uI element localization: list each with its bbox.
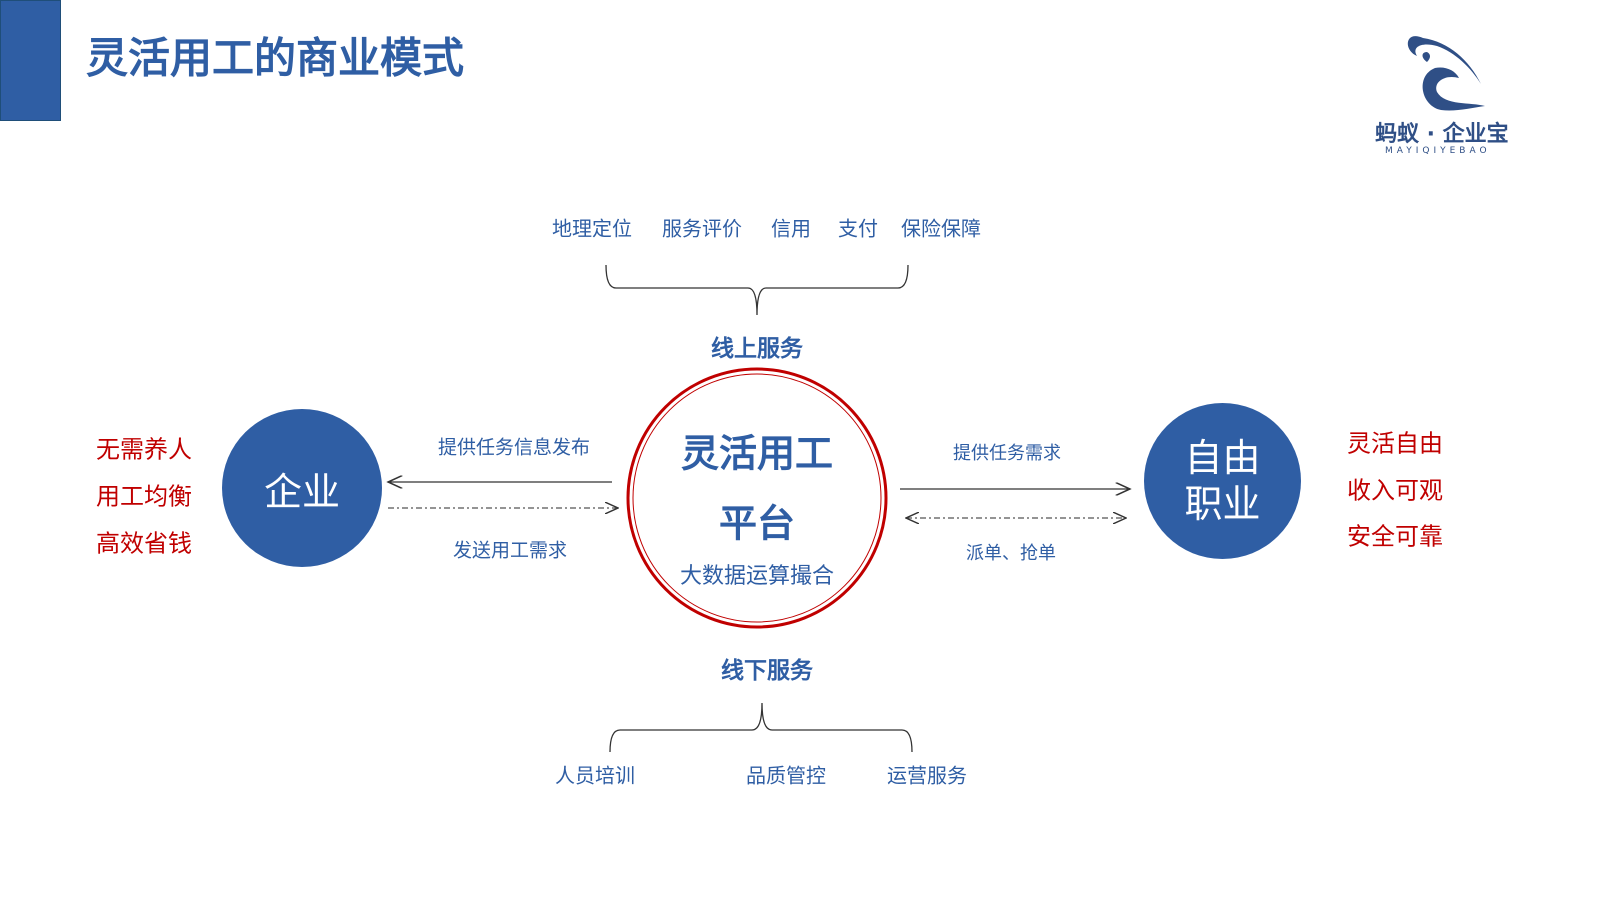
logo-mark-icon [1407,36,1485,111]
offline-item-training: 人员培训 [555,763,635,788]
flow-label-dispatch: 派单、抢单 [966,543,1056,564]
offline-service-label: 线下服务 [721,658,813,684]
platform-title-line1: 灵活用工 [680,431,834,476]
flow-label-task: 提供任务需求 [953,443,1061,464]
freelancer-benefit: 安全可靠 [1347,522,1443,551]
enterprise-label: 企业 [263,469,340,514]
enterprise-circle: 企业 [222,409,382,567]
platform-circle-outer [626,367,888,629]
freelancer-benefit: 收入可观 [1347,476,1443,505]
online-item-credit: 信用 [771,216,811,241]
logo-pinyin: MAYIQIYEBAO [1385,146,1491,156]
flow-label-publish: 提供任务信息发布 [437,436,591,459]
enterprise-benefit: 用工均衡 [96,482,192,511]
online-item-insurance: 保险保障 [901,216,981,241]
logo-name: 蚂蚁 · 企业宝 [1375,122,1509,147]
online-service-label: 线上服务 [711,336,803,362]
freelancer-label-line1: 自由 [1184,436,1261,480]
offline-bracket [609,702,913,753]
flow-label-demand: 发送用工需求 [452,539,568,562]
offline-item-quality: 品质管控 [746,763,826,788]
offline-item-operation: 运营服务 [887,763,967,788]
page-title: 灵活用工的商业模式 [86,33,465,83]
freelancer-benefit: 灵活自由 [1347,429,1443,458]
freelancer-circle: 自由 职业 [1144,403,1301,559]
freelancer-label-line2: 职业 [1184,482,1261,526]
online-item-rating: 服务评价 [662,216,742,241]
online-item-geolocation: 地理定位 [552,216,632,241]
platform-subtitle: 大数据运算撮合 [679,564,835,589]
platform-title-line2: 平台 [718,501,796,546]
logo: 蚂蚁 · 企业宝 MAYIQIYEBAO [1375,28,1525,158]
online-bracket [605,264,909,316]
enterprise-benefit: 高效省钱 [96,529,192,558]
enterprise-benefit: 无需养人 [96,435,192,464]
title-accent-bar [0,0,61,121]
online-item-payment: 支付 [838,216,878,241]
